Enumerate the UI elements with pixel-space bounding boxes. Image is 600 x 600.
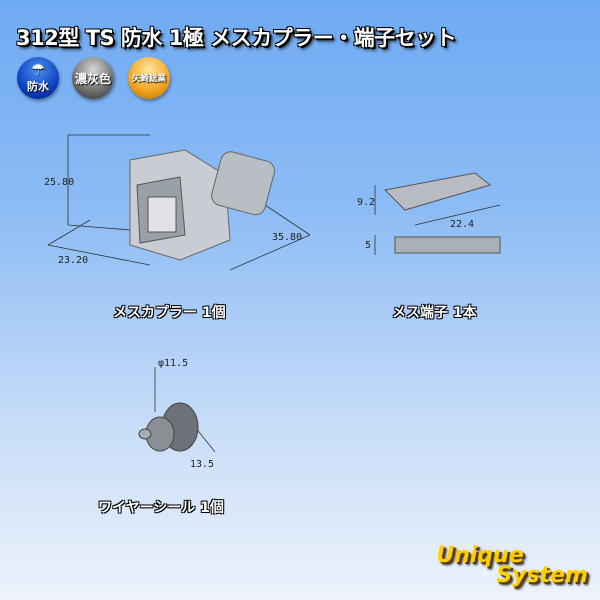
coupler-width-dim: 23.20 bbox=[58, 255, 88, 266]
seal-length-dim: 13.5 bbox=[190, 459, 214, 470]
coupler-caption: メスカプラー 1個 bbox=[113, 305, 226, 321]
terminal-side-dim: 5 bbox=[365, 240, 371, 251]
coupler-height-dim: 25.80 bbox=[44, 177, 74, 188]
unique-system-logo: Unique System bbox=[436, 543, 588, 588]
seal-diameter-dim: φ11.5 bbox=[158, 358, 188, 369]
waterproof-badge: ☂ 防水 bbox=[17, 57, 59, 99]
logo-line2: System bbox=[496, 563, 588, 588]
terminal-caption: メス端子 1本 bbox=[392, 305, 477, 321]
seal-caption: ワイヤーシール 1個 bbox=[98, 500, 224, 516]
seal-drawing: φ11.5 13.5 bbox=[138, 358, 216, 470]
terminal-length-dim: 22.4 bbox=[450, 219, 474, 230]
page-title: 312型 TS 防水 1極 メスカプラー・端子セット bbox=[16, 26, 457, 50]
umbrella-icon: ☂ bbox=[30, 60, 46, 79]
logo-line1: Unique bbox=[436, 543, 524, 568]
coupler-drawing: 25.80 23.20 35.80 bbox=[44, 134, 311, 271]
maker-badge: 矢崎総業 bbox=[128, 57, 170, 99]
color-badge: 濃灰色 bbox=[72, 57, 114, 99]
terminal-height-dim: 9.2 bbox=[357, 197, 375, 208]
terminal-drawing: 9.2 22.4 5 bbox=[357, 172, 501, 255]
coupler-length-dim: 35.80 bbox=[272, 232, 302, 243]
